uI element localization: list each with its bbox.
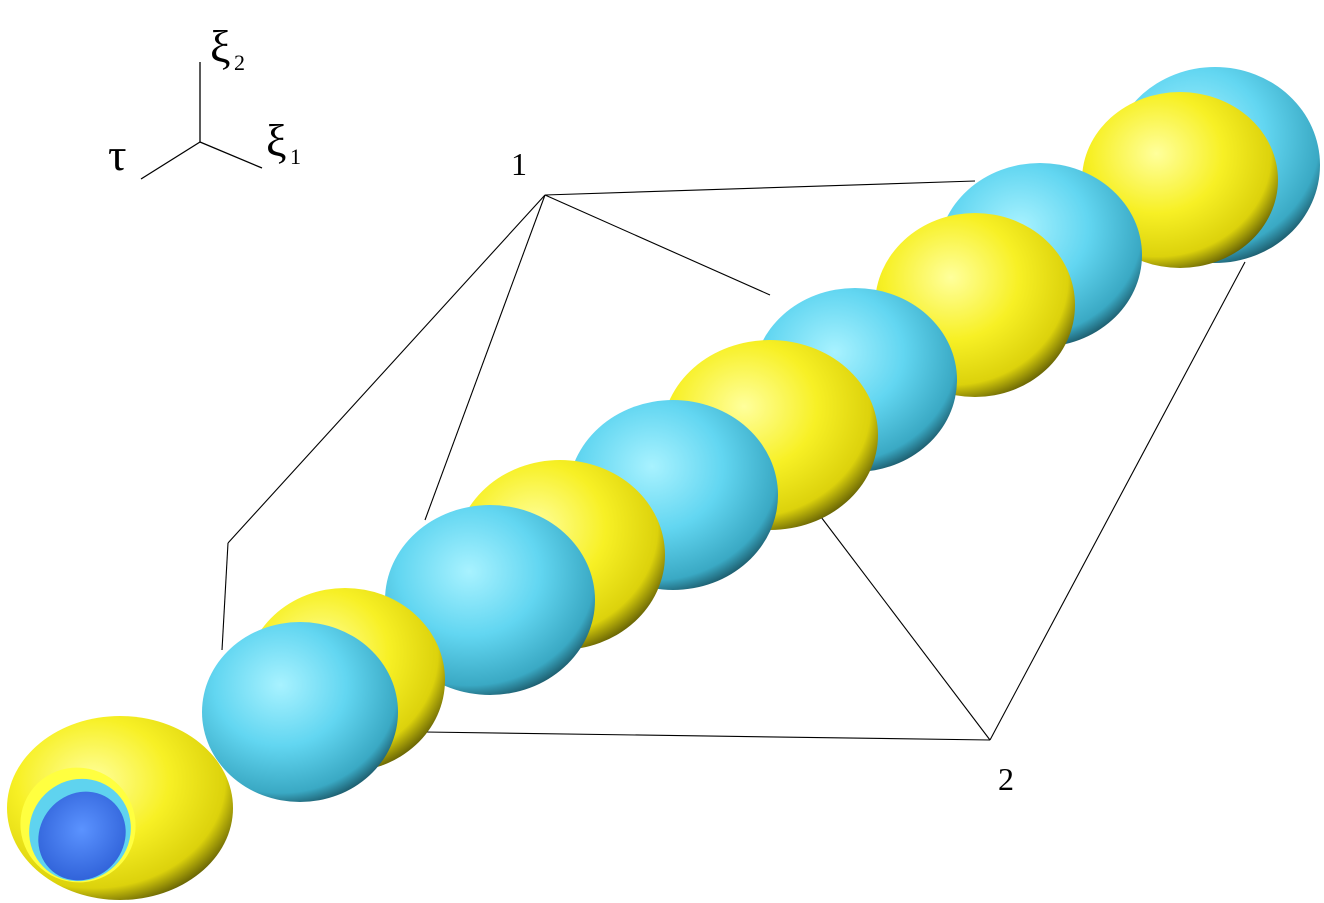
point-2-label: 2 (998, 761, 1014, 797)
lobe-chain (7, 67, 1320, 900)
xi2-subscript: 2 (234, 50, 245, 75)
xi1-subscript: 1 (290, 144, 301, 169)
xi1-label: ξ (266, 115, 287, 166)
tau-label: τ (108, 129, 127, 180)
lobe-1-cutaway (7, 716, 233, 900)
point-1-label: 1 (511, 146, 527, 182)
axes-triad (140, 62, 263, 180)
tau-axis (140, 141, 201, 180)
lobe-2 (202, 588, 445, 802)
xi2-label: ξ (210, 21, 231, 72)
outline-lines (221, 180, 1246, 741)
xi1-axis (199, 141, 263, 169)
